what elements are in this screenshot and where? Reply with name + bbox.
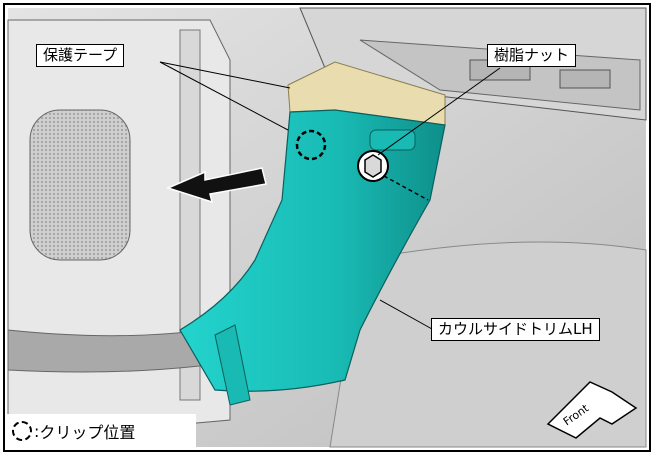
dashed-circle-icon bbox=[12, 421, 32, 441]
legend-label: クリップ位置 bbox=[39, 423, 136, 442]
floor bbox=[329, 241, 647, 448]
clip-position-mark bbox=[295, 129, 327, 161]
front-direction-indicator: Front bbox=[546, 381, 638, 439]
speaker-grille bbox=[29, 109, 131, 261]
legend-separator: : bbox=[34, 421, 40, 441]
legend: : クリップ位置 bbox=[6, 414, 196, 448]
callout-resin-nut: 樹脂ナット bbox=[487, 44, 577, 67]
removal-direction-arrow bbox=[165, 167, 267, 204]
frame-border bbox=[3, 3, 651, 452]
callout-protective-tape: 保護テープ bbox=[36, 44, 125, 67]
callout-cowl-side-trim: カウルサイドトリムLH bbox=[431, 318, 600, 341]
